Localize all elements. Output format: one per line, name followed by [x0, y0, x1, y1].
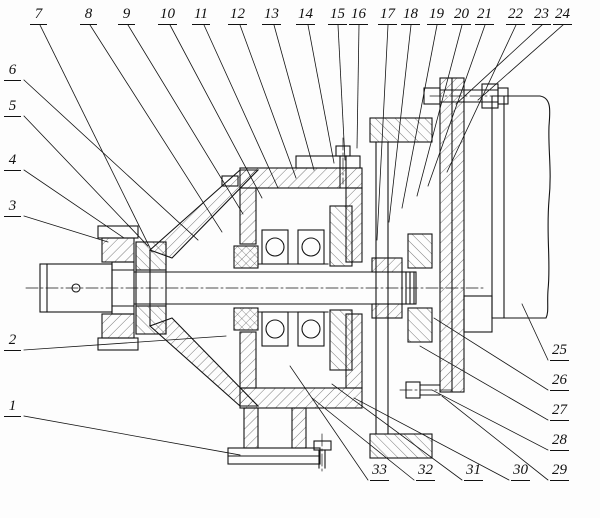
- leader-line-30: [353, 397, 510, 481]
- mounting-flange: [439, 77, 465, 393]
- support-foot: [227, 407, 332, 469]
- shaft-end-nut: [371, 257, 417, 319]
- leader-line-9: [127, 24, 244, 215]
- leader-line-16: [356, 24, 360, 149]
- leader-line-1: [23, 415, 241, 456]
- leader-line-8: [89, 24, 223, 233]
- leader-lines: [23, 24, 564, 481]
- leader-line-4: [23, 169, 125, 239]
- leader-line-23: [455, 24, 543, 105]
- leader-line-14: [307, 24, 335, 164]
- shaft-seal-assembly: [97, 225, 139, 351]
- leader-line-28: [431, 389, 549, 451]
- leader-line-22: [446, 24, 517, 173]
- leader-line-2: [23, 335, 227, 351]
- leader-line-21: [427, 24, 486, 187]
- leader-line-24: [477, 24, 564, 101]
- leader-line-13: [273, 24, 315, 171]
- leader-line-32: [311, 397, 415, 481]
- leader-line-20: [416, 24, 463, 197]
- bearing-stack: [133, 229, 373, 347]
- leader-line-26: [433, 317, 549, 391]
- leader-line-3: [23, 215, 109, 243]
- leader-line-7: [39, 24, 153, 253]
- leader-line-29: [441, 395, 549, 481]
- leader-line-6: [23, 79, 199, 241]
- impeller-hub: [329, 205, 353, 371]
- pulley-disc: [369, 117, 433, 459]
- leader-line-33: [289, 365, 369, 481]
- leader-line-10: [169, 24, 263, 199]
- flange-bolt-bottom: [405, 381, 441, 399]
- leader-line-25: [521, 303, 549, 361]
- leader-line-15: [337, 24, 346, 161]
- leader-line-12: [239, 24, 297, 179]
- leader-line-11: [203, 24, 279, 189]
- leader-line-19: [401, 24, 438, 209]
- leader-line-17: [376, 24, 389, 241]
- motor-body: [463, 95, 551, 333]
- leader-line-18: [388, 24, 412, 223]
- leader-line-5: [23, 115, 149, 247]
- leader-line-27: [419, 345, 549, 421]
- leader-line-31: [331, 383, 463, 481]
